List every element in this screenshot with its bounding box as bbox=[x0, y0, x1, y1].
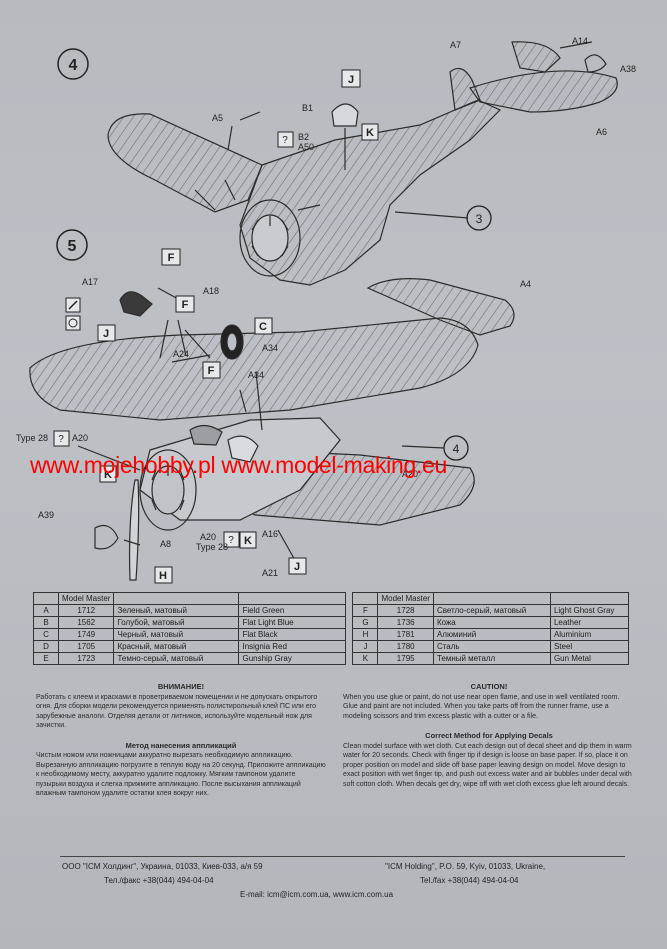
svg-text:A8: A8 bbox=[160, 539, 171, 549]
question-box-3: ? bbox=[223, 531, 240, 548]
step-4-marker: 4 bbox=[57, 48, 89, 80]
color-box-k-bottom: K bbox=[239, 531, 257, 549]
upper-wing-part-a5 bbox=[107, 113, 263, 213]
svg-text:A14: A14 bbox=[572, 36, 588, 46]
svg-text:F: F bbox=[182, 299, 189, 311]
ru-caution-body: Работать с клеем и красками в проветрива… bbox=[36, 693, 318, 730]
svg-text:A7: A7 bbox=[450, 40, 461, 50]
footer-contact: E-mail: icm@icm.com.ua, www.icm.com.ua bbox=[240, 890, 394, 899]
step-5-marker: 5 bbox=[56, 229, 88, 261]
svg-text:A20: A20 bbox=[200, 532, 216, 542]
part-3-ref: 3 bbox=[466, 205, 492, 231]
step-4-ref: 4 bbox=[443, 435, 469, 461]
en-decal-body: Clean model surface with wet cloth. Cut … bbox=[343, 742, 632, 788]
color-box-j-5: J bbox=[97, 324, 116, 342]
propeller-a8 bbox=[128, 479, 140, 581]
svg-text:A5: A5 bbox=[212, 113, 223, 123]
svg-text:J: J bbox=[294, 561, 300, 573]
engine-cowling bbox=[239, 199, 301, 277]
svg-text:A4: A4 bbox=[520, 279, 531, 289]
upper-wing-lower-assembly bbox=[29, 317, 479, 421]
svg-text:K: K bbox=[366, 127, 374, 139]
footer-en-address: "ICM Holding", P.O. 59, Kyiv, 01033, Ukr… bbox=[385, 862, 546, 871]
ru-decal-title: Метод нанесения аппликаций bbox=[125, 740, 237, 750]
svg-text:?: ? bbox=[282, 135, 288, 146]
footer-en-tel: Tel./fax +38(044) 494-04-04 bbox=[420, 876, 519, 885]
svg-text:K: K bbox=[244, 535, 252, 547]
svg-text:A24: A24 bbox=[173, 349, 189, 359]
footer-ru-address: ООО "ICM Холдинг", Украина, 01033, Киев-… bbox=[62, 862, 263, 871]
color-box-f-3: F bbox=[202, 361, 221, 379]
svg-text:F: F bbox=[208, 365, 215, 377]
svg-text:A34: A34 bbox=[248, 370, 264, 380]
color-box-c: C bbox=[254, 317, 273, 335]
ru-caution-title: ВНИМАНИЕ! bbox=[157, 682, 205, 691]
ru-decal-body: Чистым ножом или ножницами аккуратно выр… bbox=[36, 752, 326, 797]
svg-text:A39: A39 bbox=[38, 510, 54, 520]
question-box-1: ? bbox=[277, 131, 294, 148]
svg-text:A6: A6 bbox=[596, 127, 607, 137]
svg-text:A34: A34 bbox=[262, 343, 278, 353]
svg-text:C: C bbox=[259, 321, 267, 333]
svg-text:F: F bbox=[168, 252, 175, 264]
svg-text:A17: A17 bbox=[82, 277, 98, 287]
svg-text:A50: A50 bbox=[298, 142, 314, 152]
lower-wing-a4 bbox=[366, 278, 515, 336]
svg-text:A16: A16 bbox=[262, 529, 278, 539]
footer-divider bbox=[60, 856, 625, 857]
svg-text:3: 3 bbox=[476, 212, 483, 226]
svg-text:B2: B2 bbox=[298, 132, 309, 142]
svg-text:K: K bbox=[104, 469, 112, 481]
gun-a17 bbox=[119, 291, 153, 317]
svg-text:A21: A21 bbox=[262, 568, 278, 578]
svg-text:?: ? bbox=[58, 434, 64, 445]
en-instructions: CAUTION! When you use glue or paint, do … bbox=[343, 680, 635, 789]
color-box-f-1: F bbox=[161, 248, 181, 266]
canopy-b1 bbox=[331, 103, 359, 127]
svg-text:4: 4 bbox=[453, 442, 460, 456]
color-box-j-top: J bbox=[341, 69, 361, 88]
footer-ru-tel: Тел./факс +38(044) 494-04-04 bbox=[104, 876, 214, 885]
color-box-k-top: K bbox=[361, 123, 379, 141]
svg-text:Type 28: Type 28 bbox=[16, 433, 48, 443]
en-caution-body: When you use glue or paint, do not use n… bbox=[343, 693, 620, 720]
tailplane-a6 bbox=[469, 70, 618, 113]
svg-text:H: H bbox=[159, 570, 167, 582]
svg-text:4: 4 bbox=[69, 57, 78, 74]
decal-icons bbox=[65, 297, 81, 331]
color-box-h: H bbox=[154, 566, 173, 584]
question-box-2: ? bbox=[53, 430, 70, 447]
svg-text:Type 28: Type 28 bbox=[196, 542, 228, 552]
ru-instructions: ВНИМАНИЕ! Работать с клеем и красками в … bbox=[36, 680, 326, 799]
svg-text:J: J bbox=[348, 74, 354, 86]
svg-text:J: J bbox=[103, 328, 109, 340]
paint-table-header: Model Master Model Master bbox=[33, 592, 630, 605]
en-caution-title: CAUTION! bbox=[470, 682, 508, 691]
svg-text:A38: A38 bbox=[620, 64, 636, 74]
color-box-k-5: K bbox=[99, 465, 117, 483]
assembly-diagram: 4 5 3 4 J K F J F C F K K H J bbox=[16, 36, 636, 584]
svg-text:A18: A18 bbox=[203, 286, 219, 296]
cowling-step5 bbox=[139, 449, 197, 531]
color-box-f-2: F bbox=[175, 295, 195, 313]
svg-text:5: 5 bbox=[68, 238, 77, 255]
en-decal-title: Correct Method for Applying Decals bbox=[425, 731, 553, 740]
svg-text:?: ? bbox=[228, 535, 234, 546]
watermark: www.mojehobby.pl www.model-making.eu bbox=[30, 452, 448, 478]
svg-text:A20: A20 bbox=[402, 469, 418, 479]
color-box-j-bottom: J bbox=[288, 557, 307, 575]
svg-text:A20: A20 bbox=[72, 433, 88, 443]
fuselage-part-3 bbox=[239, 99, 502, 286]
svg-text:B1: B1 bbox=[302, 103, 313, 113]
